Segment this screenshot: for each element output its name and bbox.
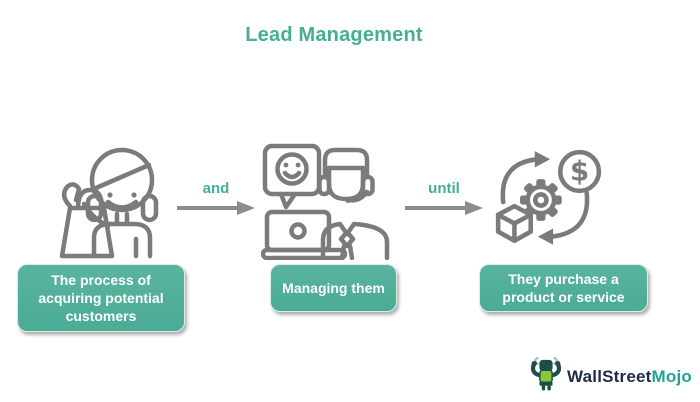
stage-box-purchase: They purchase a product or service [479,264,648,312]
support-agent-icon [261,140,393,260]
page-title: Lead Management [245,24,423,46]
stage-box-manage: Managing them [270,264,397,312]
logo-text-secondary: Mojo [651,366,692,386]
stage-box-acquire: The process of acquiring potential custo… [17,264,185,332]
purchase-exchange-icon: $ [490,147,604,251]
bull-mascot-icon [530,356,562,396]
arrow-right-icon [405,200,483,216]
stage-label: The process of acquiring potential custo… [38,271,164,325]
wallstreetmojo-logo: WallStreetMojo [530,356,692,396]
connector-until-label: until [428,180,460,197]
logo-text-primary: WallStreet [567,366,652,386]
arrow-right-icon [177,200,255,216]
stage-label: Managing them [282,279,385,296]
shopper-woman-icon [46,142,168,260]
stage-label: They purchase a product or service [502,270,625,305]
logo-wordmark: WallStreetMojo [567,367,692,387]
connector-and-label: and [202,180,230,197]
dollar-sign-glyph: $ [570,156,589,188]
